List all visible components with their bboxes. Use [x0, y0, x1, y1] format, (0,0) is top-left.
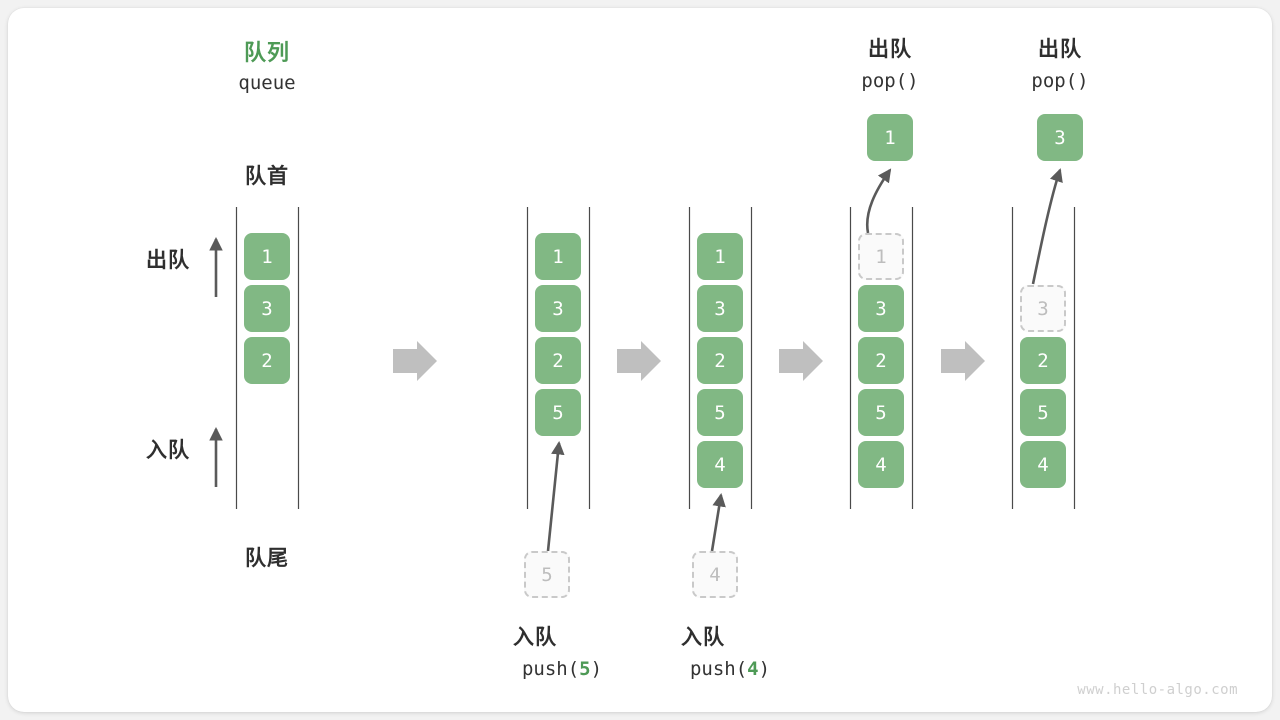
queue-rails: [235, 207, 1076, 509]
label-push-direction: 入队: [146, 439, 190, 462]
queue-cell: 5: [697, 389, 743, 436]
pop-arrows: [865, 168, 1063, 285]
page-title: 队列: [243, 40, 291, 65]
push-label-2-zh: 入队: [681, 626, 725, 649]
push-fn-pre-1: push(: [521, 658, 580, 680]
flow-arrow-3: [779, 341, 823, 381]
label-rear: 队尾: [245, 547, 289, 570]
queue-cell: 1: [858, 233, 904, 280]
queue-cell: 2: [535, 337, 581, 384]
flow-arrow-2: [617, 341, 661, 381]
push-ghost-5: 5: [524, 551, 570, 598]
push-fn-post-1: ): [590, 658, 603, 680]
pop-label-2-fn: pop(): [1031, 70, 1089, 92]
flow-arrows: [393, 341, 985, 381]
queue-cell: 5: [858, 389, 904, 436]
queue-cell: 3: [697, 285, 743, 332]
queue-cell: 4: [858, 441, 904, 488]
flow-arrow-1: [393, 341, 437, 381]
queue-cell: 4: [1020, 441, 1066, 488]
popped-value-1: 1: [867, 114, 913, 161]
queue-cell: 1: [244, 233, 290, 280]
push-ghost-4: 4: [692, 551, 738, 598]
push-label-1-zh: 入队: [513, 626, 557, 649]
queue-cell: 2: [1020, 337, 1066, 384]
push-5-arrow: [546, 440, 565, 552]
queue-cell: 3: [1020, 285, 1066, 332]
pop-3-arrow: [1031, 168, 1063, 285]
queue-cell: 3: [858, 285, 904, 332]
popped-value-2: 3: [1037, 114, 1083, 161]
label-front: 队首: [245, 165, 289, 188]
queue-cell: 5: [1020, 389, 1066, 436]
push-fn-post-2: ): [758, 658, 771, 680]
push-fn-arg-1: 5: [579, 658, 591, 680]
queue-cell: 4: [697, 441, 743, 488]
pop-1-arrow: [865, 168, 892, 234]
queue-cell: 5: [535, 389, 581, 436]
pop-label-2-zh: 出队: [1038, 38, 1082, 61]
push-fn-pre-2: push(: [689, 658, 748, 680]
queue-cell: 3: [535, 285, 581, 332]
queue-cell: 2: [697, 337, 743, 384]
push-label-2-fn: push(4): [690, 658, 770, 680]
push-arrows: [546, 440, 726, 552]
queue-cell: 1: [697, 233, 743, 280]
queue-cell: 2: [858, 337, 904, 384]
queue-cell: 1: [535, 233, 581, 280]
queue-cell: 2: [244, 337, 290, 384]
flow-arrow-4: [941, 341, 985, 381]
pop-label-1-zh: 出队: [868, 38, 912, 61]
queue-cell: 3: [244, 285, 290, 332]
label-pop-direction: 出队: [146, 249, 190, 272]
push-label-1-fn: push(5): [522, 658, 602, 680]
pop-label-1-fn: pop(): [861, 70, 919, 92]
push-4-arrow: [710, 492, 726, 552]
push-fn-arg-2: 4: [747, 658, 759, 680]
page-subtitle: queue: [238, 72, 296, 94]
